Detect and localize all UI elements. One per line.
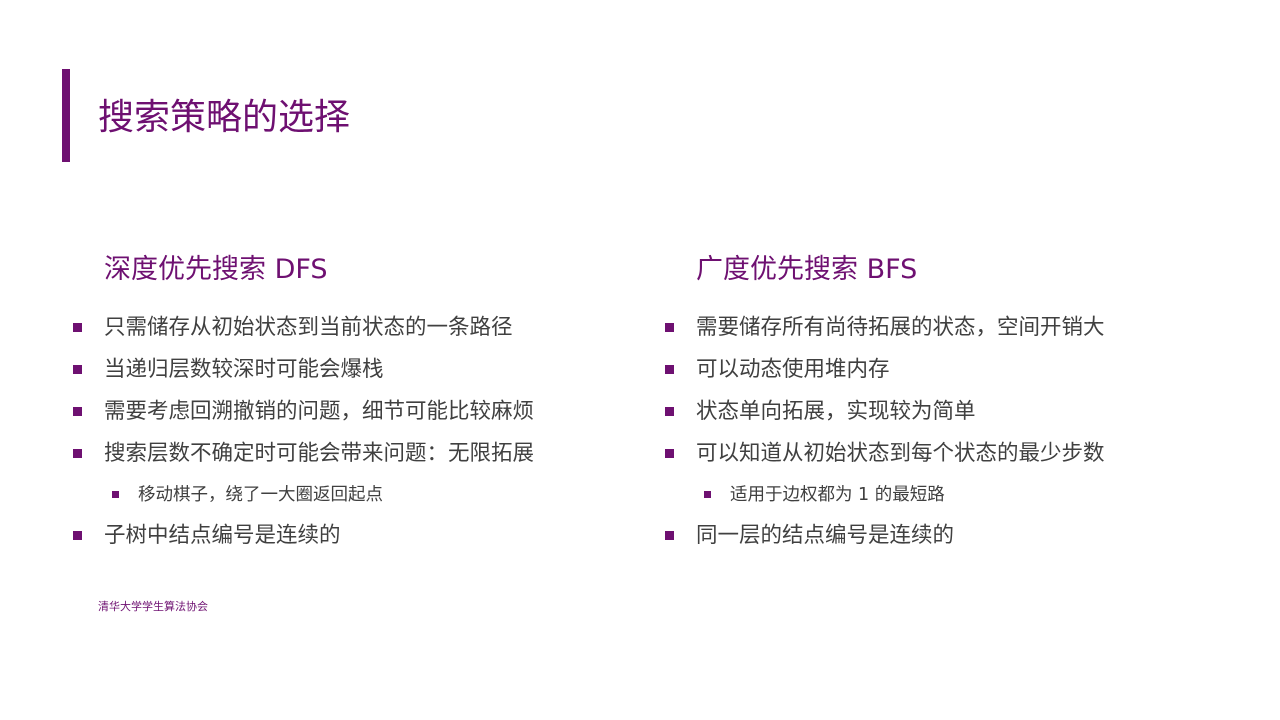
list-item: 子树中结点编号是连续的	[70, 515, 630, 557]
list-item: 只需储存从初始状态到当前状态的一条路径	[70, 307, 630, 349]
bfs-column: 广度优先搜索 BFS 需要储存所有尚待拓展的状态，空间开销大 可以动态使用堆内存…	[662, 250, 1222, 557]
square-bullet-icon	[665, 407, 674, 416]
list-item-text: 移动棋子，绕了一大圈返回起点	[138, 485, 383, 505]
square-bullet-icon	[73, 323, 82, 332]
square-bullet-icon	[73, 365, 82, 374]
dfs-heading: 深度优先搜索 DFS	[104, 254, 328, 285]
square-bullet-icon	[665, 365, 674, 374]
sub-list-item: 移动棋子，绕了一大圈返回起点	[70, 475, 630, 515]
square-bullet-icon	[665, 531, 674, 540]
list-item-text: 搜索层数不确定时可能会带来问题：无限拓展	[104, 441, 535, 466]
list-item-text: 当递归层数较深时可能会爆栈	[104, 357, 384, 382]
title-accent-bar	[62, 69, 70, 162]
list-item: 搜索层数不确定时可能会带来问题：无限拓展	[70, 433, 630, 475]
list-item-text: 状态单向拓展，实现较为简单	[696, 399, 976, 424]
square-bullet-icon	[665, 449, 674, 458]
list-item: 可以知道从初始状态到每个状态的最少步数	[662, 433, 1222, 475]
square-bullet-icon	[112, 491, 119, 498]
square-bullet-icon	[73, 531, 82, 540]
list-item: 需要储存所有尚待拓展的状态，空间开销大	[662, 307, 1222, 349]
list-item-text: 只需储存从初始状态到当前状态的一条路径	[104, 315, 513, 340]
bfs-heading: 广度优先搜索 BFS	[696, 254, 918, 285]
list-item: 可以动态使用堆内存	[662, 349, 1222, 391]
list-item-text: 需要储存所有尚待拓展的状态，空间开销大	[696, 315, 1105, 340]
list-item: 同一层的结点编号是连续的	[662, 515, 1222, 557]
list-item-text: 适用于边权都为 1 的最短路	[730, 485, 945, 505]
list-item: 需要考虑回溯撤销的问题，细节可能比较麻烦	[70, 391, 630, 433]
bfs-bullet-list: 需要储存所有尚待拓展的状态，空间开销大 可以动态使用堆内存 状态单向拓展，实现较…	[662, 307, 1222, 557]
square-bullet-icon	[704, 491, 711, 498]
square-bullet-icon	[73, 407, 82, 416]
list-item: 当递归层数较深时可能会爆栈	[70, 349, 630, 391]
list-item-text: 需要考虑回溯撤销的问题，细节可能比较麻烦	[104, 399, 535, 424]
dfs-bullet-list: 只需储存从初始状态到当前状态的一条路径 当递归层数较深时可能会爆栈 需要考虑回溯…	[70, 307, 630, 557]
sub-list-item: 适用于边权都为 1 的最短路	[662, 475, 1222, 515]
list-item-text: 可以知道从初始状态到每个状态的最少步数	[696, 441, 1105, 466]
list-item-text: 子树中结点编号是连续的	[104, 523, 341, 548]
footer-organization: 清华大学学生算法协会	[98, 600, 208, 613]
square-bullet-icon	[73, 449, 82, 458]
list-item: 状态单向拓展，实现较为简单	[662, 391, 1222, 433]
list-item-text: 同一层的结点编号是连续的	[696, 523, 955, 548]
list-item-text: 可以动态使用堆内存	[696, 357, 890, 382]
dfs-column: 深度优先搜索 DFS 只需储存从初始状态到当前状态的一条路径 当递归层数较深时可…	[70, 250, 630, 557]
square-bullet-icon	[665, 323, 674, 332]
slide-title: 搜索策略的选择	[98, 97, 351, 138]
